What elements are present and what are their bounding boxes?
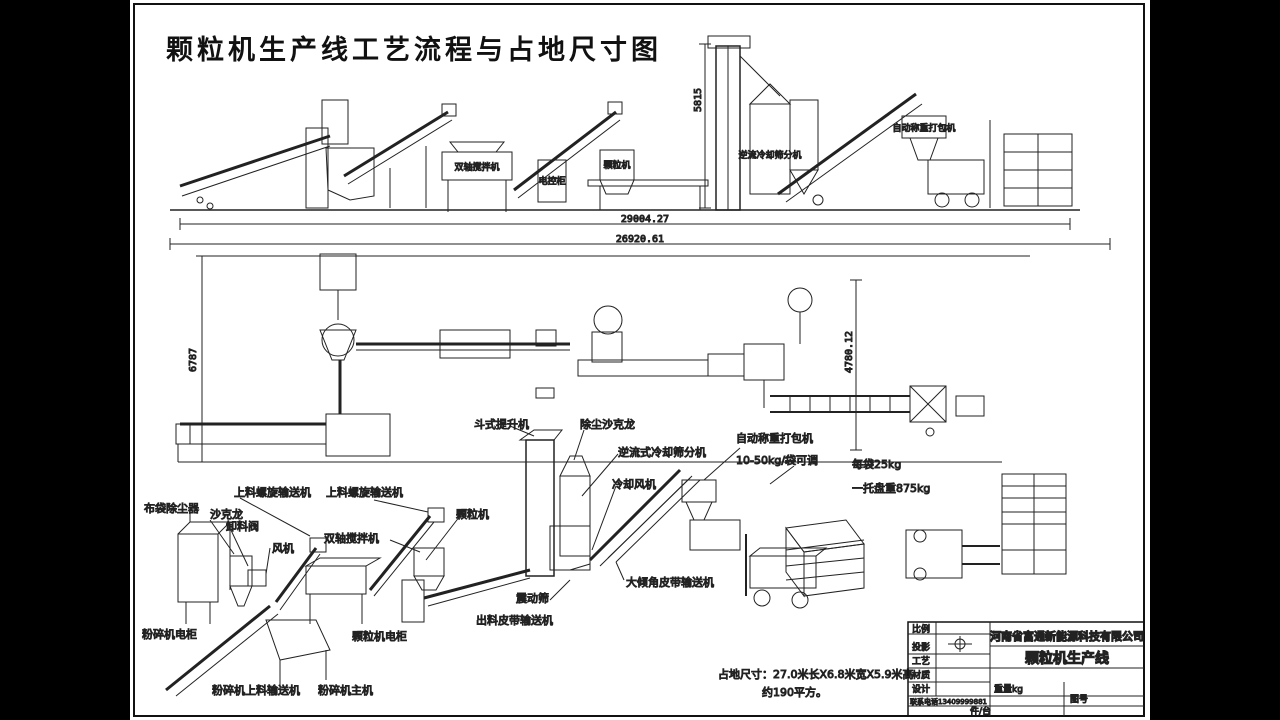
tb-product: 颗粒机生产线: [1025, 650, 1109, 667]
elevation-packer-label: 自动称重打包机: [892, 122, 955, 134]
label-discharge-valve: 卸料阀: [226, 519, 259, 533]
elevation-view: [170, 35, 1080, 212]
engineering-drawing: 29004.27 26920.61 5815 6787 4780.12 双轴搅拌…: [133, 3, 1145, 718]
tb-projection: 投影: [912, 641, 930, 653]
label-crusher-feeder: 粉碎机上料输送机: [212, 683, 300, 697]
drawing-title: 颗粒机生产线工艺流程与占地尺寸图: [166, 35, 662, 66]
elevation-mixer-label: 双轴搅拌机: [454, 161, 499, 173]
dim-elevation-length: 29004.27: [621, 214, 669, 225]
label-bucket-elevator: 斗式提升机: [474, 417, 529, 431]
perspective-view: [165, 429, 1067, 697]
label-crusher-cabinet: 粉碎机电柜: [142, 627, 197, 641]
dim-plan-height: 4780.12: [844, 331, 855, 373]
label-fan: 风机: [272, 541, 294, 555]
tb-drawing-no: 图号: [1070, 694, 1088, 705]
footprint-note-area: 约190平方。: [762, 685, 827, 699]
label-crusher: 粉碎机主机: [318, 683, 373, 697]
tb-pieces: 件/台: [970, 705, 991, 717]
label-mixer: 双轴搅拌机: [324, 531, 379, 545]
footprint-note: 占地尺寸：27.0米长X6.8米宽X5.9米高: [718, 667, 914, 681]
label-vibrating-screen: 震动筛: [516, 591, 549, 605]
dim-overall-length: 26920.61: [616, 234, 664, 245]
tb-scale: 比例: [912, 623, 930, 635]
tb-hotline: 联系电话13409999881: [910, 697, 987, 706]
label-screw-conveyor-2: 上料螺旋输送机: [326, 485, 403, 499]
label-screw-conveyor-1: 上料螺旋输送机: [234, 485, 311, 499]
elevation-control-cabinet: [537, 159, 567, 203]
tb-company: 河南省富通新能源科技有限公司: [990, 629, 1144, 643]
label-packer-range: 10-50kg/袋可调: [736, 453, 818, 467]
label-dust-cyclone: 除尘沙克龙: [580, 417, 635, 431]
label-mill-cabinet: 颗粒机电柜: [352, 629, 407, 643]
label-pellet-mill: 颗粒机: [456, 507, 489, 521]
tb-weight: 重量kg: [994, 683, 1023, 695]
tb-process: 工艺: [912, 656, 930, 667]
label-bag-weight: 每袋25kg: [852, 457, 901, 471]
tb-design: 设计: [912, 683, 930, 695]
tb-material: 材质: [912, 669, 930, 681]
elevation-mill-label: 颗粒机: [603, 159, 630, 171]
title-block: [907, 621, 1145, 717]
label-bag-filter: 布袋除尘器: [144, 501, 199, 515]
elevation-cabinet-label: 电控柜: [538, 175, 565, 187]
label-cyclone: 沙克龙: [210, 508, 243, 521]
label-pallet-weight: 一托盘重875kg: [852, 481, 930, 495]
plan-view: [175, 253, 985, 457]
drawing-sheet: 颗粒机生产线工艺流程与占地尺寸图: [130, 0, 1150, 720]
label-outfeed-belt: 出料皮带输送机: [476, 613, 553, 627]
dim-plan-width: 6787: [188, 348, 199, 372]
label-cooling-fan: 冷却风机: [612, 477, 656, 491]
label-packer: 自动称重打包机: [736, 431, 813, 445]
label-incline-belt: 大倾角皮带输送机: [626, 575, 714, 589]
elevation-cooler-label: 逆流冷却筛分机: [738, 149, 801, 161]
border-frame: [133, 3, 1145, 717]
dim-elevation-height: 5815: [693, 88, 704, 112]
label-cooler: 逆流式冷却筛分机: [618, 445, 706, 459]
dimension-lines: [169, 43, 1111, 463]
label-leaders: [189, 425, 795, 601]
